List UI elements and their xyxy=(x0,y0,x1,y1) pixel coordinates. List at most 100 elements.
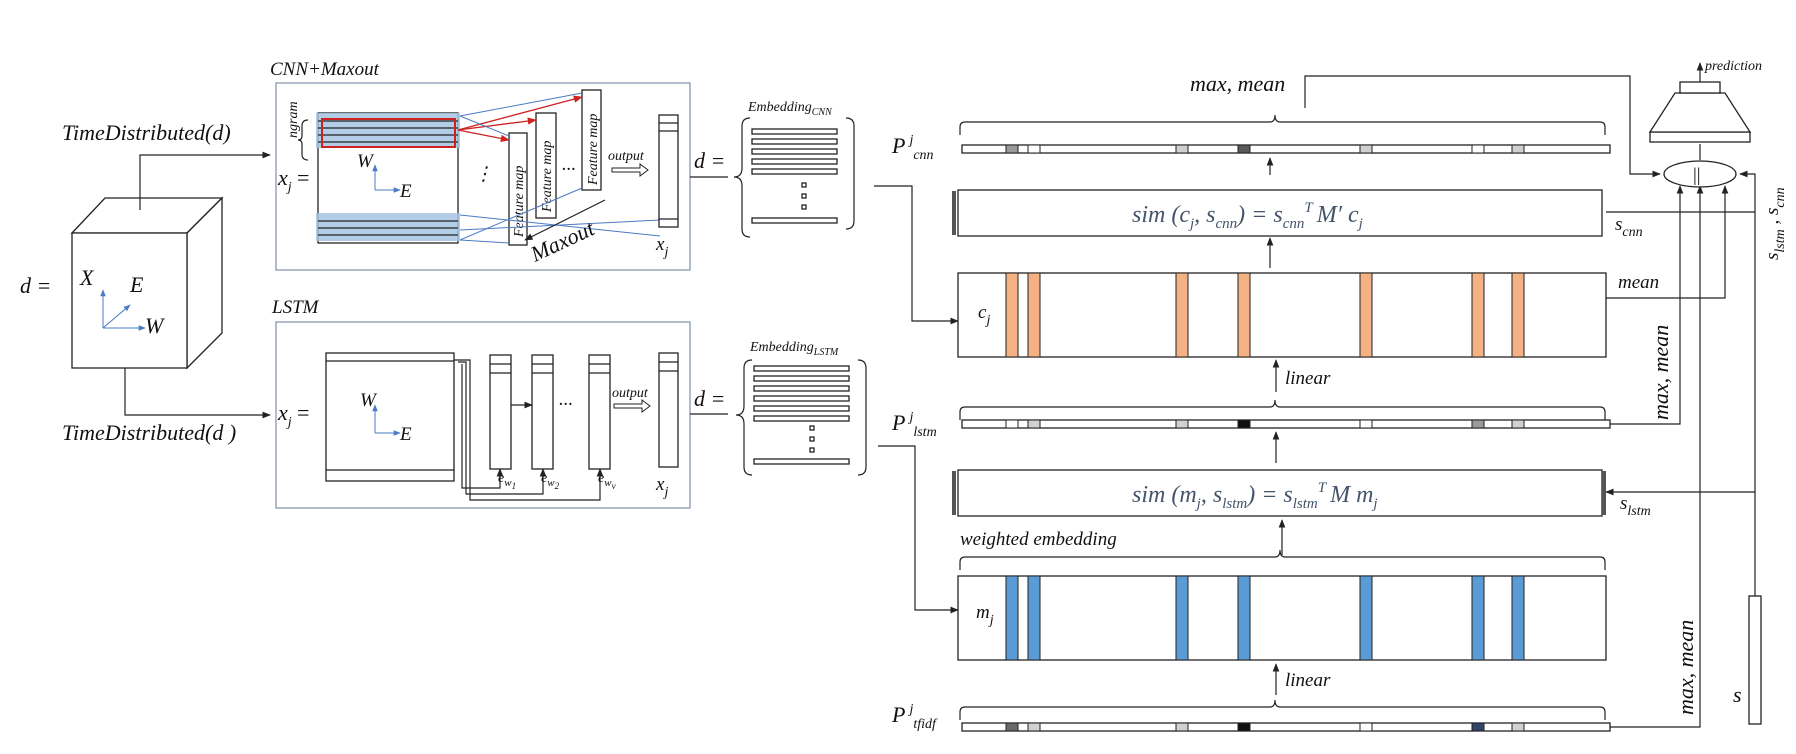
embedding-lstm: d = EmbeddingLSTM xyxy=(690,340,867,476)
s-cnn-label: scnn xyxy=(1615,214,1643,240)
lstm-cell-2 xyxy=(531,354,554,470)
ngram-window xyxy=(321,118,456,148)
ngram-label: ngram xyxy=(286,101,301,138)
cj-stripe-7 xyxy=(1511,272,1525,358)
lstm-output-label-xj: xj xyxy=(655,474,668,500)
cnn-hdots: ... xyxy=(562,154,576,175)
s-label: s xyxy=(1733,682,1742,707)
cube-axis-e-icon xyxy=(102,304,131,329)
feature-map-2 xyxy=(535,112,557,219)
embedding-cnn-rows xyxy=(751,128,838,224)
weighted-embedding-label: weighted embedding xyxy=(960,529,1117,550)
mj-stripe-2 xyxy=(1027,575,1041,661)
cnn-output-label-xj: xj xyxy=(655,234,668,260)
lstm-hdots: ... xyxy=(559,389,573,410)
max-mean-vertical-2-label: max, mean xyxy=(1673,620,1698,715)
lstm-axis-w-label: W xyxy=(360,390,378,411)
cnn-input-label: xj= xyxy=(277,165,311,195)
mj-stripe-7 xyxy=(1511,575,1525,661)
linear-2-label: linear xyxy=(1285,670,1331,691)
ewv-label: ewv xyxy=(598,471,616,491)
mj-stripe-4 xyxy=(1237,575,1251,661)
cj-orange-stripes xyxy=(1005,272,1525,358)
cnn-block-title: CNN+Maxout xyxy=(270,59,380,80)
lstm-output-vector xyxy=(658,352,679,468)
p-lstm-brace xyxy=(959,399,1606,420)
p-cnn-bar xyxy=(961,144,1611,154)
mean-label: mean xyxy=(1618,272,1659,293)
max-mean-vertical-1-label: max, mean xyxy=(1648,325,1673,420)
lstm-output-arrow-icon xyxy=(613,399,651,413)
ew2-label: ew2 xyxy=(541,471,560,491)
cj-stripe-4 xyxy=(1237,272,1251,358)
timedistributed-bottom-label: TimeDistributed(d ) xyxy=(62,420,236,445)
cnn-axis-e-label: E xyxy=(399,181,412,202)
lstm-axis-e-label: E xyxy=(399,424,412,445)
prediction-label: prediction xyxy=(1704,59,1762,74)
cnn-axis-w-label: W xyxy=(357,151,375,172)
feature-map-2-label: Feature map xyxy=(540,141,555,213)
prediction-base xyxy=(1649,131,1751,143)
p-cnn-brace xyxy=(959,114,1606,135)
concat-label: || xyxy=(1693,165,1701,186)
embedding-cnn-title: EmbeddingCNN xyxy=(747,100,833,118)
cj-stripe-5 xyxy=(1359,272,1373,358)
cnn-vdots: ⋮ xyxy=(474,164,493,185)
cube-axis-e-label: E xyxy=(129,272,144,297)
cj-stripe-6 xyxy=(1471,272,1485,358)
cnn-output-arrow-icon xyxy=(611,163,649,177)
linear-1-label: linear xyxy=(1285,368,1331,389)
mj-stripe-5 xyxy=(1359,575,1373,661)
prediction-network-icon xyxy=(1648,92,1752,133)
max-mean-top-label: max, mean xyxy=(1190,71,1285,96)
s-vector xyxy=(1748,595,1762,725)
mj-stripe-6 xyxy=(1471,575,1485,661)
sim-cnn-box xyxy=(957,189,1603,237)
feature-map-3 xyxy=(581,89,602,191)
timedistributed-top-label: TimeDistributed(d) xyxy=(62,120,231,145)
feature-map-1-label: Feature map xyxy=(512,166,527,238)
embedding-cnn-d-label: d = xyxy=(694,148,725,173)
lstm-output-label: output xyxy=(612,386,649,401)
s-lstm-label: slstm xyxy=(1620,493,1651,519)
cnn-output-vector xyxy=(658,114,679,228)
cnn-output-label: output xyxy=(608,149,645,164)
mj-label: mj xyxy=(976,602,994,628)
s-lstm-s-cnn-label: slstm , scnn xyxy=(1762,187,1788,260)
embedding-lstm-title: EmbeddingLSTM xyxy=(749,340,839,358)
sim-lstm-box xyxy=(957,469,1603,517)
cube-d-label: d = xyxy=(20,273,51,298)
cj-stripe-2 xyxy=(1027,272,1041,358)
ew1-label: ew1 xyxy=(498,471,516,491)
feature-map-3-label: Feature map xyxy=(586,114,601,186)
mj-box xyxy=(957,575,1607,661)
mj-stripe-1 xyxy=(1005,575,1019,661)
lstm-block: LSTM xj= W E ... ew1 ew2 ewv output xj xyxy=(271,297,691,509)
cj-box xyxy=(957,272,1607,358)
lstm-cell-1 xyxy=(489,354,512,470)
cube-axis-x-label: X xyxy=(79,265,95,290)
maxout-arrow-icon xyxy=(524,199,606,241)
lstm-input-matrix xyxy=(325,352,455,482)
lstm-input-label: xj= xyxy=(277,400,311,430)
embedding-lstm-d-label: d = xyxy=(694,386,725,411)
cj-stripe-1 xyxy=(1005,272,1019,358)
embedding-lstm-rows xyxy=(753,365,850,465)
lstm-cell-v xyxy=(588,354,611,470)
embedding-cnn: d = EmbeddingCNN xyxy=(690,100,855,238)
cj-stripe-3 xyxy=(1175,272,1189,358)
cnn-maxout-block: CNN+Maxout xj= ngram W E ⋮ Feature map F… xyxy=(270,59,691,271)
cj-label: cj xyxy=(978,302,990,328)
cube-axis-w-label: W xyxy=(145,313,165,338)
input-cube: d = X E W TimeDistributed(d) TimeDistrib… xyxy=(20,120,271,445)
mj-stripe-3 xyxy=(1175,575,1189,661)
lstm-block-title: LSTM xyxy=(271,297,320,318)
mj-blue-stripes xyxy=(1005,575,1525,661)
concat-node xyxy=(1663,160,1737,188)
